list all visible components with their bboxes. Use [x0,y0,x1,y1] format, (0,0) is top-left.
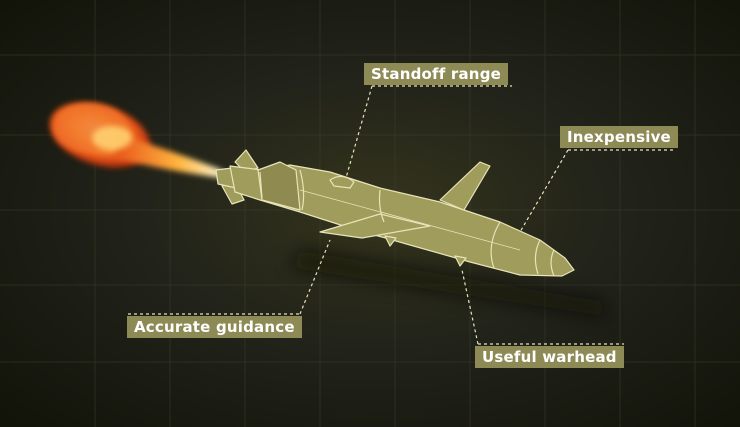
cruise-missile-icon [215,149,575,277]
standoff-leader-line [345,85,373,179]
warhead-leader-line [461,269,479,345]
standoff-range-label: Standoff range [364,63,508,85]
inexpensive-leader-line [519,149,569,233]
inexpensive-label: Inexpensive [560,126,678,148]
missile-shadow [290,250,610,318]
flame-icon [49,102,222,178]
useful-warhead-label: Useful warhead [475,346,624,368]
guidance-leader-line [299,239,331,315]
accurate-guidance-label: Accurate guidance [127,316,302,338]
